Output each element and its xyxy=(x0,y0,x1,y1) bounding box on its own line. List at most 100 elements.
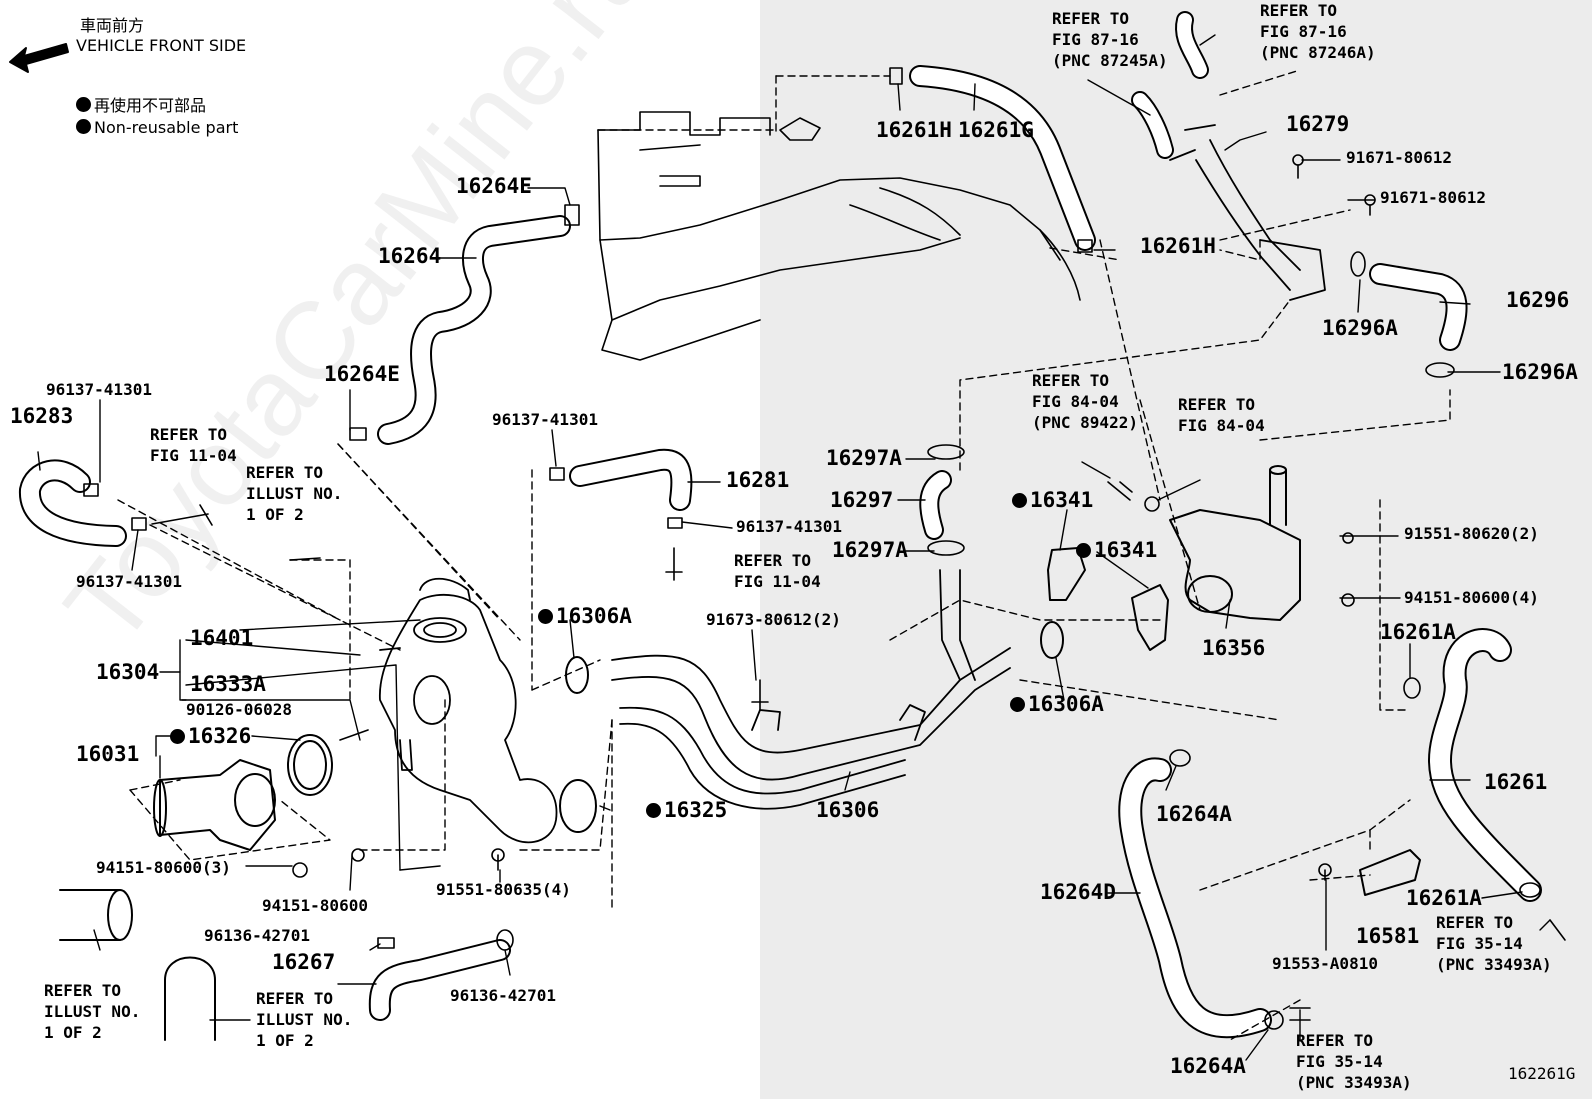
reference-illust-no-1: REFER TO ILLUST NO. 1 OF 2 xyxy=(44,981,141,1042)
part-label-16304: 16304 xyxy=(96,660,160,684)
reference-fig-87-16-87246A: REFER TO FIG 87-16 (PNC 87246A) xyxy=(1260,1,1376,62)
part-label-16261H: 16261H xyxy=(876,118,952,142)
pipe-16306 xyxy=(611,569,1011,810)
hose-16267 xyxy=(368,939,511,1021)
part-label-16306A: 16306A xyxy=(1010,694,1104,715)
reference-fig-11-04: REFER TO FIG 11-04 xyxy=(734,551,821,591)
hose-stub-left xyxy=(59,889,121,941)
part-label-16281: 16281 xyxy=(726,468,790,492)
nonreuse-en-text: Non-reusable part xyxy=(94,118,239,137)
part-label-96137-41301: 96137-41301 xyxy=(76,572,182,591)
part-label-96136-42701: 96136-42701 xyxy=(450,986,556,1005)
front-arrow-icon xyxy=(9,43,69,73)
pipe-16279 xyxy=(1169,124,1326,301)
part-label-16306: 16306 xyxy=(816,798,880,822)
part-label-16261A: 16261A xyxy=(1406,886,1482,910)
part-label-16267: 16267 xyxy=(272,950,336,974)
part-label-16261G: 16261G xyxy=(958,118,1034,142)
reference-fig-84-04-89422: REFER TO FIG 84-04 (PNC 89422) xyxy=(1032,371,1138,432)
part-label-16264E: 16264E xyxy=(456,174,532,198)
part-label-16283: 16283 xyxy=(10,404,74,428)
hose-16261 xyxy=(1428,628,1542,902)
nonreuse-jp-text: 再使用不可部品 xyxy=(94,96,207,115)
hose-16261G xyxy=(909,65,1096,251)
reference-fig-11-04: REFER TO FIG 11-04 xyxy=(150,425,237,465)
part-label-96137-41301: 96137-41301 xyxy=(492,410,598,429)
reference-fig-35-14-33493A: REFER TO FIG 35-14 (PNC 33493A) xyxy=(1296,1031,1412,1092)
part-label-16401: 16401 xyxy=(190,626,254,650)
thermostat-housing xyxy=(153,759,276,851)
nonreuse-dot-icon xyxy=(76,119,91,134)
part-label-91551-80620-2: 91551-80620(2) xyxy=(1404,524,1539,543)
reference-fig-84-04: REFER TO FIG 84-04 xyxy=(1178,395,1265,435)
part-label-16333A: 16333A xyxy=(190,672,266,696)
hose-16264 xyxy=(377,215,571,445)
water-outlet-16356 xyxy=(1169,465,1301,621)
part-label-96137-41301: 96137-41301 xyxy=(46,380,152,399)
gasket-16306A-left xyxy=(565,656,589,694)
part-label-16261: 16261 xyxy=(1484,770,1548,794)
nonreuse-dot-icon xyxy=(76,97,91,112)
water-pump-body xyxy=(379,577,558,844)
gasket-16326-inner xyxy=(293,740,327,790)
reference-fig-35-14-33493A: REFER TO FIG 35-14 (PNC 33493A) xyxy=(1436,913,1552,974)
reference-illust-no-1: REFER TO ILLUST NO. 1 OF 2 xyxy=(256,989,353,1050)
part-label-96136-42701: 96136-42701 xyxy=(204,926,310,945)
gasket-16306A-right xyxy=(1040,621,1064,659)
part-label-91671-80612: 91671-80612 xyxy=(1346,148,1452,167)
shaded-background-panel xyxy=(760,0,1592,1099)
part-label-16264E: 16264E xyxy=(324,362,400,386)
hose-16264D xyxy=(1118,757,1272,1039)
part-label-91553-A0810: 91553-A0810 xyxy=(1272,954,1378,973)
dashed-leader-lines xyxy=(117,69,1451,1041)
nonreuse-dot-icon xyxy=(646,803,661,818)
hose-16281 xyxy=(569,448,693,511)
nonreuse-legend-jp: 再使用不可部品 xyxy=(76,92,206,116)
part-label-91673-80612: 91673-80612(2) xyxy=(706,610,841,629)
gasket-16341-b xyxy=(1131,584,1169,651)
hose-16296 xyxy=(1369,263,1468,351)
nonreuse-dot-icon xyxy=(1010,697,1025,712)
part-label-16325: 16325 xyxy=(646,800,727,821)
part-label-16341: 16341 xyxy=(1076,540,1157,561)
part-label-16296A: 16296A xyxy=(1502,360,1578,384)
reference-fig-87-16-87245A: REFER TO FIG 87-16 (PNC 87245A) xyxy=(1052,9,1168,70)
part-label-94151-80600: 94151-80600 xyxy=(262,896,368,915)
nonreuse-dot-icon xyxy=(1012,493,1027,508)
part-label-16341-text: 16341 xyxy=(1094,538,1158,562)
part-label-16296: 16296 xyxy=(1506,288,1570,312)
part-label-16341-text: 16341 xyxy=(1030,488,1094,512)
part-label-16261H: 16261H xyxy=(1140,234,1216,258)
part-label-16581: 16581 xyxy=(1356,924,1420,948)
nonreuse-legend-en: Non-reusable part xyxy=(76,118,238,137)
part-label-16356: 16356 xyxy=(1202,636,1266,660)
part-label-90126-06028: 90126-06028 xyxy=(186,700,292,719)
part-label-16297A: 16297A xyxy=(832,538,908,562)
nonreuse-dot-icon xyxy=(538,609,553,624)
hose-stub-bottom xyxy=(164,956,216,1041)
bracket-16581 xyxy=(1359,849,1421,896)
figure-code: 162261G xyxy=(1508,1064,1576,1083)
part-label-16264A: 16264A xyxy=(1156,802,1232,826)
engine-outline xyxy=(597,111,1081,361)
solid-leader-lines xyxy=(37,34,1551,1061)
part-label-16031: 16031 xyxy=(76,742,140,766)
part-label-94151-80600-4: 94151-80600(4) xyxy=(1404,588,1539,607)
part-label-16297: 16297 xyxy=(830,488,894,512)
part-label-16297A: 16297A xyxy=(826,446,902,470)
front-label-en: VEHICLE FRONT SIDE xyxy=(76,36,247,55)
part-label-16261A: 16261A xyxy=(1380,620,1456,644)
part-label-16279: 16279 xyxy=(1286,112,1350,136)
part-label-94151-80600-3: 94151-80600(3) xyxy=(96,858,231,877)
part-label-16325-text: 16325 xyxy=(664,798,728,822)
part-label-16264A: 16264A xyxy=(1170,1054,1246,1078)
hose-16283 xyxy=(18,459,127,547)
part-label-96137-41301: 96137-41301 xyxy=(736,517,842,536)
part-label-16326: 16326 xyxy=(170,726,251,747)
part-label-16264: 16264 xyxy=(378,244,442,268)
nonreuse-dot-icon xyxy=(170,729,185,744)
part-label-16306A-text: 16306A xyxy=(556,604,632,628)
gasket-16326 xyxy=(287,734,333,796)
reference-illust-no-1: REFER TO ILLUST NO. 1 OF 2 xyxy=(246,463,343,524)
